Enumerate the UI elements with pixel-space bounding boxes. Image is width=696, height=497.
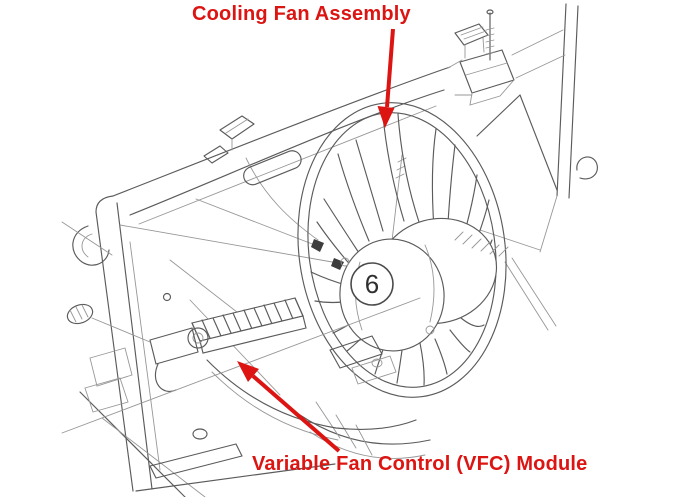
arrow-down-to-fan-icon: [377, 28, 395, 128]
callout-number: 6: [365, 269, 379, 299]
callout-circle: 6: [350, 262, 394, 306]
vfc-module: [61, 297, 421, 441]
vfc-module-label: Variable Fan Control (VFC) Module: [252, 453, 588, 475]
arrow-up-to-module-icon: [237, 361, 341, 453]
cooling-fan-assembly-label: Cooling Fan Assembly: [192, 3, 411, 25]
connector-top-right: [447, 9, 515, 106]
mounting-clips: [119, 115, 407, 440]
shroud-frame: [61, 3, 598, 497]
